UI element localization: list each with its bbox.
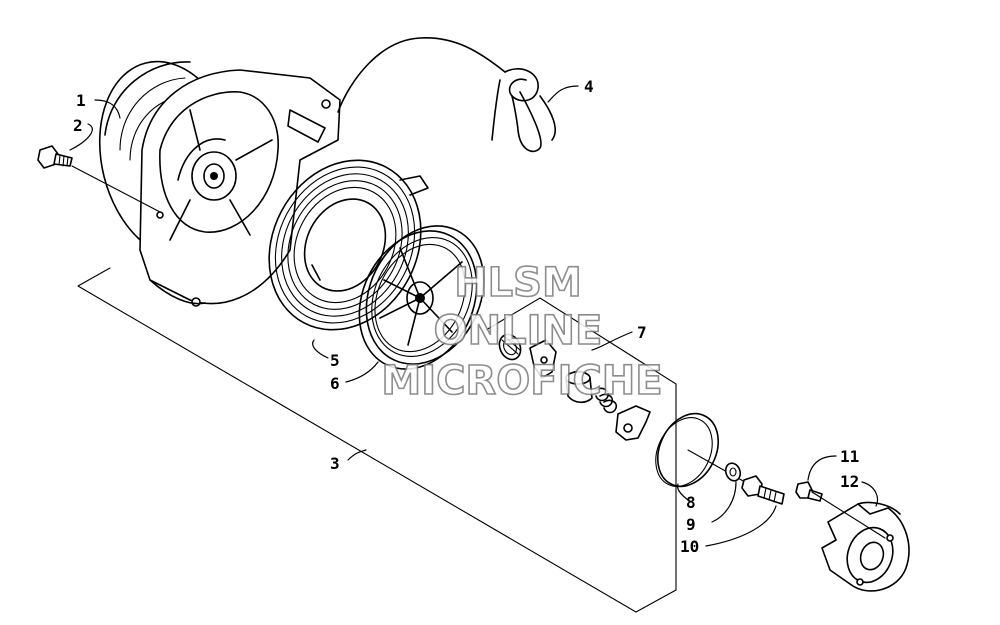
leader-10 [705,505,777,547]
callout-11: 11 [840,447,859,466]
callout-10: 10 [680,537,699,556]
leader-6 [345,361,379,383]
watermark-line-3: MICROFICHE [381,358,662,404]
callout-6: 6 [330,374,340,393]
callout-5: 5 [330,351,340,370]
starter-cup [811,491,910,592]
ratchet-components [498,333,651,441]
housing-bolt [37,145,161,213]
friction-plate [655,412,746,488]
leader-4 [547,85,579,103]
assembly-bracket [77,267,677,613]
watermark-line-1: HLSM [454,260,582,306]
callout-7: 7 [637,323,647,342]
leader-9 [711,481,737,523]
callout-1: 1 [76,91,86,110]
leader-2 [69,123,93,151]
watermark-line-2: ONLINE [434,308,603,354]
callout-9: 9 [686,515,696,534]
callout-12: 12 [840,472,859,491]
leader-12 [861,481,879,507]
leader-7 [591,331,633,351]
leader-3 [347,449,367,461]
starter-housing [98,60,341,307]
callout-4: 4 [584,77,594,96]
callout-2: 2 [73,116,83,135]
leader-1 [94,99,121,119]
recoil-spring [268,159,429,331]
callout-8: 8 [686,493,696,512]
center-bolt [741,475,785,505]
small-washer [724,462,742,482]
leader-5 [312,339,329,359]
starter-rope [337,37,556,153]
callout-3: 3 [330,454,340,473]
leader-8 [676,483,689,501]
rope-pulley [358,225,485,370]
leader-11 [807,455,837,481]
cup-bolt [795,481,823,502]
